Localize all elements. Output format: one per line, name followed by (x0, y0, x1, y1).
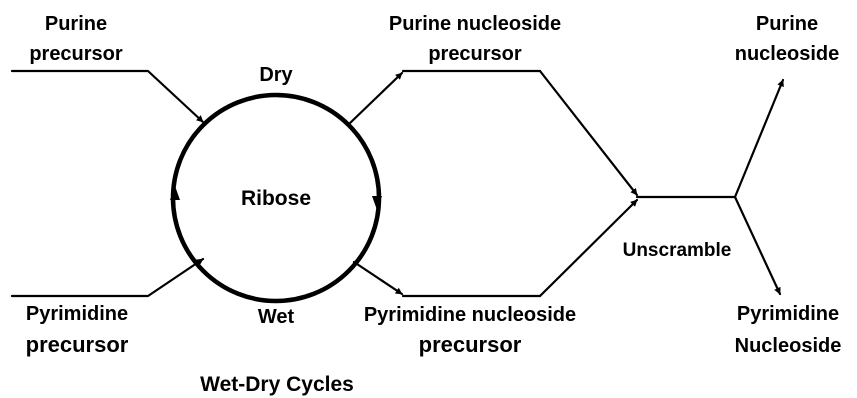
purine-nucleoside-precursor-label-line1: Purine nucleoside (389, 13, 561, 35)
pyrimidine-to-unscramble-arrow (538, 198, 639, 298)
ribose-label: Ribose (241, 187, 311, 210)
purine-nucleoside-label-line1: Purine (756, 13, 818, 35)
purine-nucleoside-precursor-label-line2: precursor (428, 43, 522, 65)
pyrimidine-nucleoside-precursor-label-line1: Pyrimidine nucleoside (364, 304, 576, 326)
purine-precursor-label-line2: precursor (29, 43, 123, 65)
pyrimidine-precursor-label-line2: precursor (26, 332, 129, 357)
purine-precursor-arrow (10, 69, 205, 124)
to-pyrimidine-nucleoside-arrow (733, 195, 782, 296)
purine-precursor-label-line1: Purine (45, 13, 107, 35)
cycle-up-arrowhead (170, 186, 180, 200)
pyrimidine-precursor-arrow (10, 257, 205, 298)
dry-label: Dry (259, 64, 293, 86)
wet-dry-cycles-caption: Wet-Dry Cycles (200, 373, 354, 396)
to-purine-nucleoside-arrow (733, 78, 785, 199)
unscramble-label: Unscramble (623, 240, 732, 261)
cycle-down-arrowhead (372, 196, 382, 210)
pyrimidine-precursor-label-line1: Pyrimidine (26, 303, 128, 325)
pyrimidine-nucleoside-precursor-label-line2: precursor (419, 332, 522, 357)
wet-label: Wet (258, 306, 295, 328)
pyrimidine-nucleoside-label-line1: Pyrimidine (737, 303, 839, 325)
to-pyrimidine-nucleoside-precursor-arrow (352, 260, 404, 296)
purine-to-unscramble-arrow (538, 69, 639, 197)
purine-nucleoside-label-line2: nucleoside (735, 43, 839, 65)
to-purine-nucleoside-precursor-arrow (347, 71, 404, 126)
pyrimidine-nucleoside-label-line2: Nucleoside (735, 335, 842, 357)
